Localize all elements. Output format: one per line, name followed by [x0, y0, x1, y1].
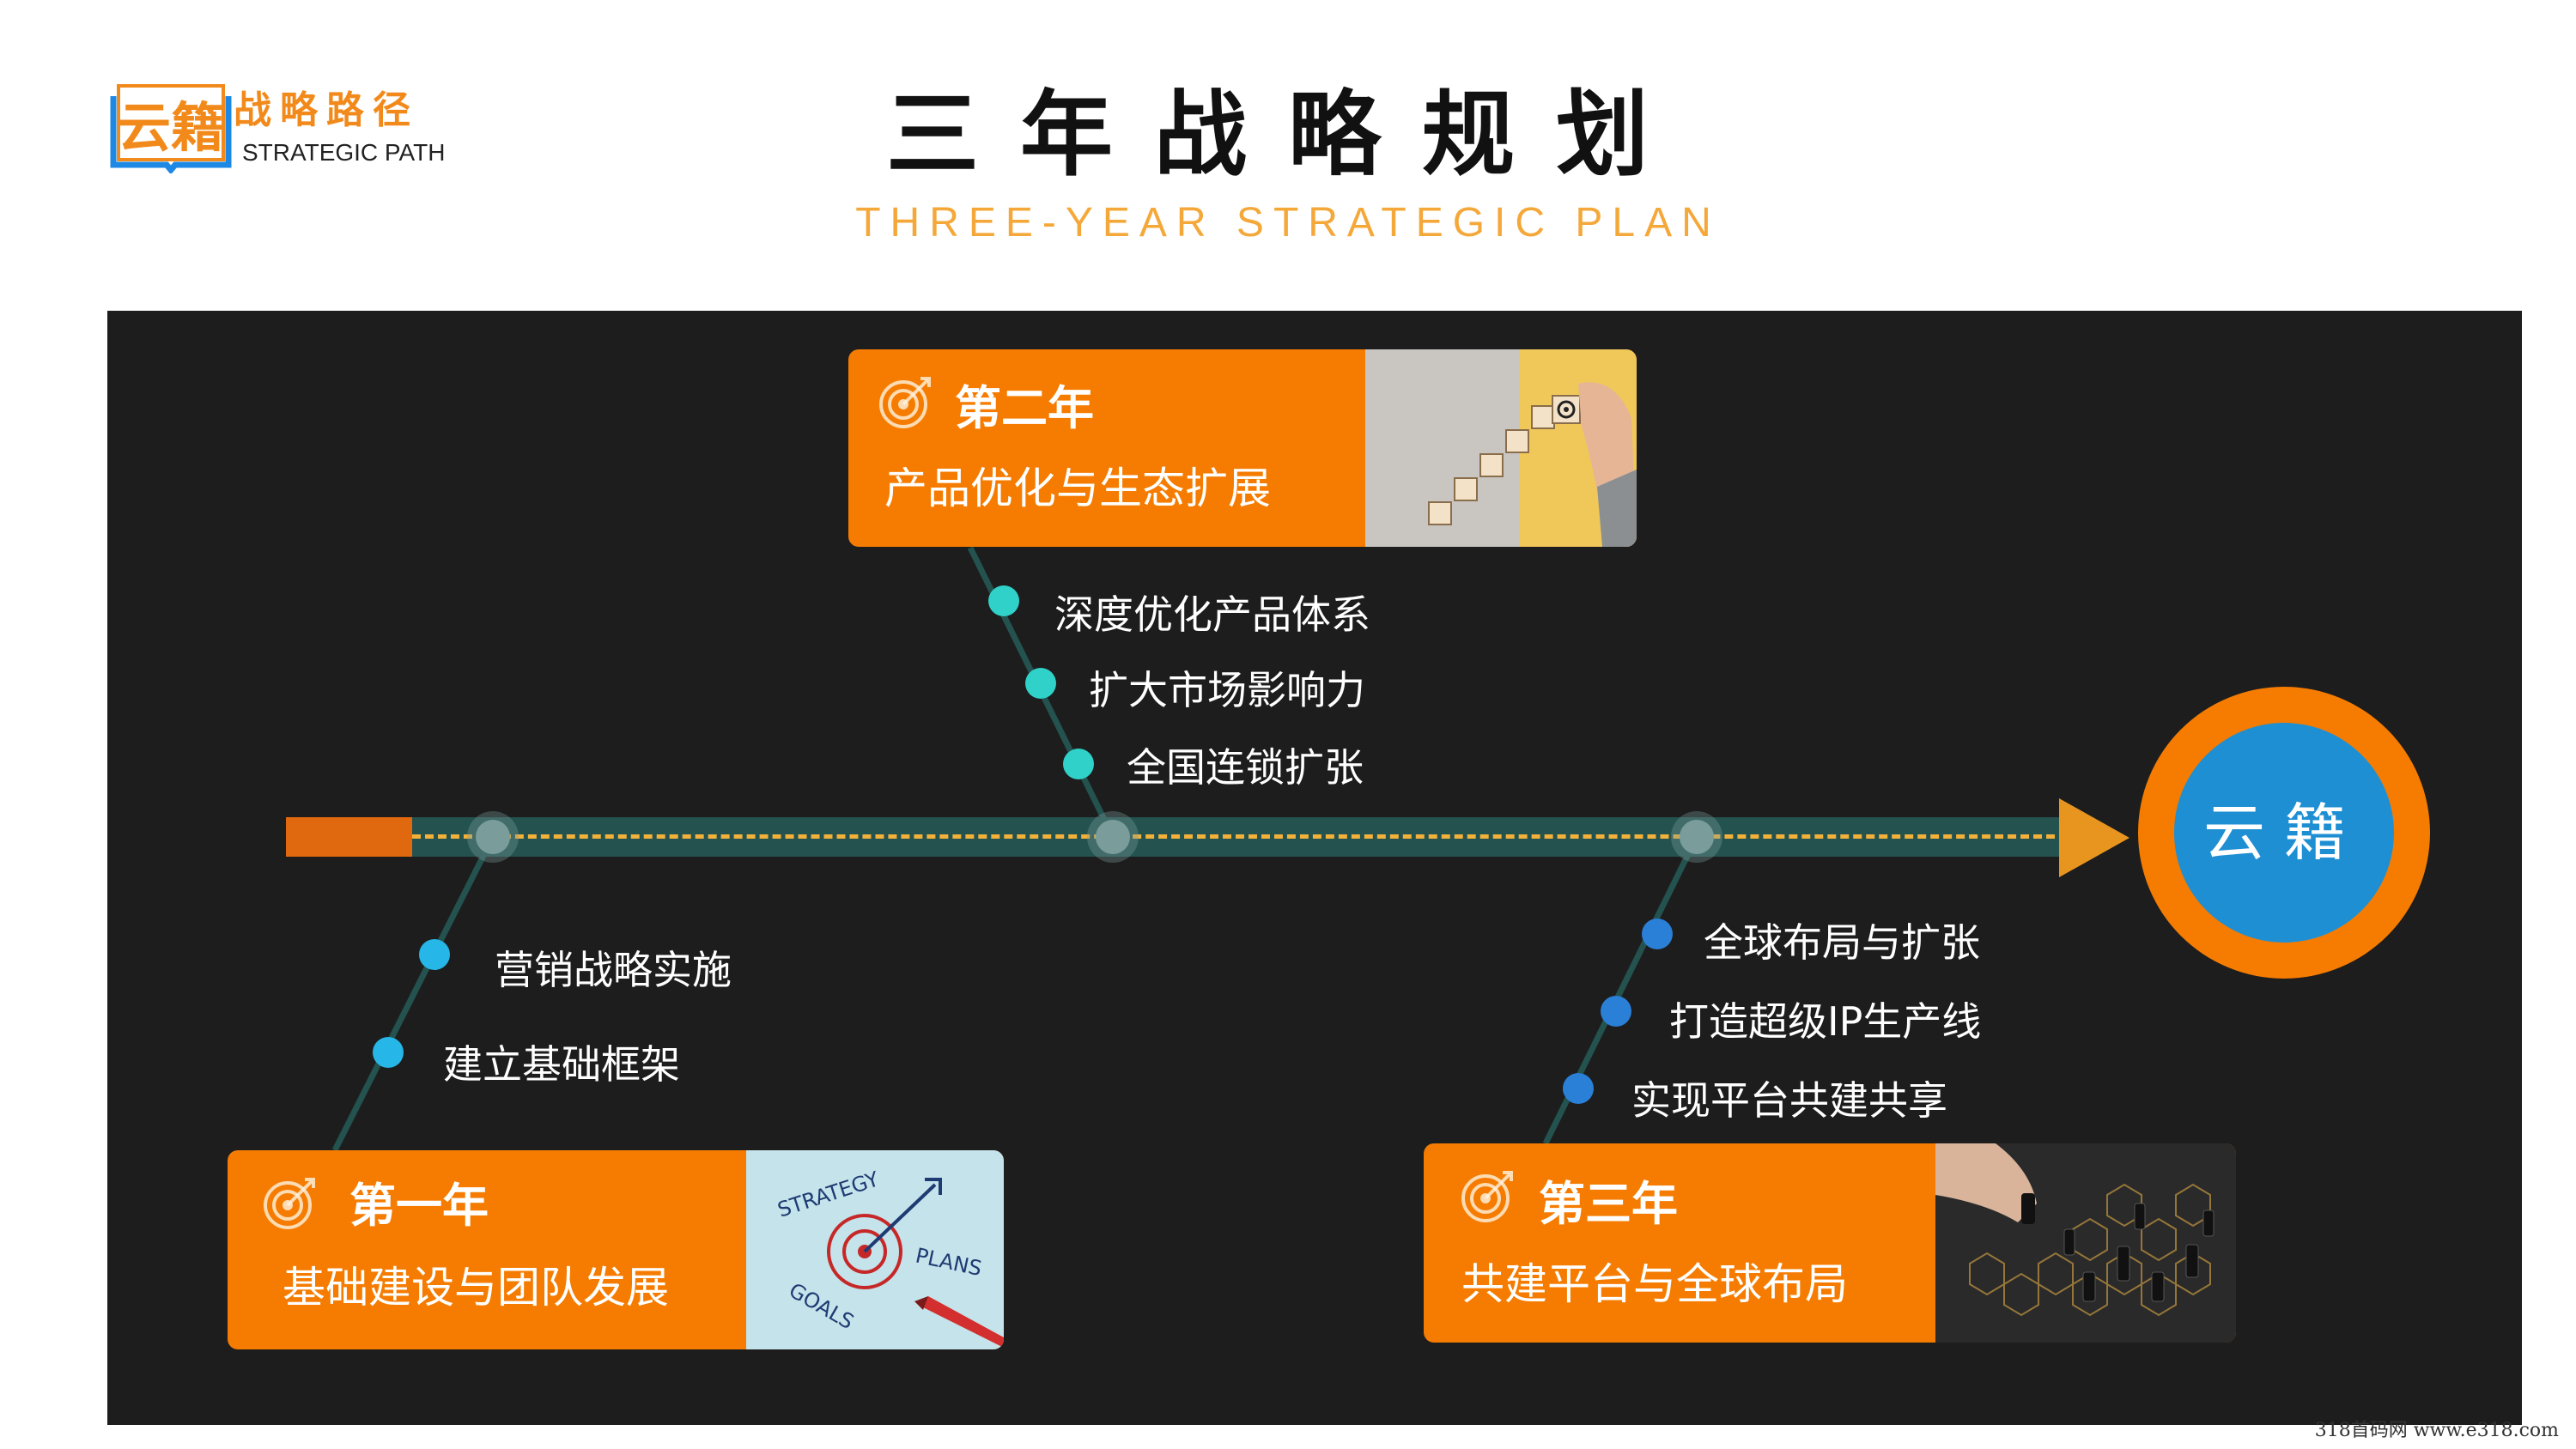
- logo-mark: 云籍: [118, 96, 224, 159]
- year-1-card: 第一年 基础建设与团队发展 STRATEGY PLANS GOALS: [228, 1150, 1004, 1349]
- strategy-goals-image: STRATEGY PLANS GOALS: [746, 1150, 1004, 1349]
- year-1-bullet-1: 营销战略实施: [495, 947, 732, 993]
- year-2-bullet-3: 全国连锁扩张: [1127, 744, 1364, 791]
- page-title: 三年战略规划: [885, 82, 1690, 189]
- year-2-bullet-1: 深度优化产品体系: [1054, 591, 1370, 638]
- bullet-dot: [1642, 919, 1673, 949]
- brand-name-en: STRATEGIC PATH: [242, 139, 446, 166]
- endpoint-label: 云籍: [2202, 797, 2365, 869]
- year-1-subtitle: 基础建设与团队发展: [283, 1263, 669, 1313]
- year-3-subtitle: 共建平台与全球布局: [1461, 1259, 1848, 1309]
- timeline-dashed-line: [412, 834, 2068, 839]
- bullet-dot: [988, 585, 1019, 616]
- year-3-card: 第三年 共建平台与全球布局: [1424, 1143, 2236, 1343]
- target-icon: [264, 1178, 315, 1229]
- bullet-dot: [1601, 996, 1631, 1027]
- brand-name-cn: 战略路径: [234, 88, 419, 132]
- endpoint-inner-circle: [2174, 723, 2394, 943]
- bullet-dot: [419, 939, 450, 970]
- chess-board-image: [1935, 1143, 2236, 1343]
- year-2-title: 第二年: [955, 381, 1094, 435]
- timeline-node-year-3: [1680, 820, 1714, 854]
- year-3-title: 第三年: [1539, 1177, 1678, 1231]
- year-3-bullet-3: 实现平台共建共享: [1631, 1077, 1947, 1124]
- year-1-title: 第一年: [349, 1179, 489, 1233]
- year-3-bullet-1: 全球布局与扩张: [1704, 919, 1980, 966]
- watermark: 318首码网 www.e318.com: [2314, 1420, 2559, 1441]
- year-2-bullet-2: 扩大市场影响力: [1089, 667, 1365, 713]
- stairs-growth-image: [1365, 349, 1637, 547]
- bullet-dot: [373, 1037, 404, 1068]
- year-2-card: 第二年 产品优化与生态扩展: [848, 349, 1637, 547]
- year-1-bullet-2: 建立基础框架: [443, 1041, 680, 1088]
- year-2-subtitle: 产品优化与生态扩展: [884, 464, 1271, 513]
- bullet-dot: [1563, 1073, 1594, 1104]
- timeline-node-year-1: [476, 820, 510, 854]
- year-3-bullet-2: 打造超级IP生产线: [1669, 998, 1982, 1045]
- timeline-node-year-2: [1096, 820, 1130, 854]
- page-subtitle: THREE-YEAR STRATEGIC PLAN: [855, 200, 1721, 246]
- book-logo-icon: 云籍: [110, 84, 232, 173]
- logo: 云籍 战略路径 STRATEGIC PATH: [106, 79, 467, 182]
- timeline-arrow-icon: [2059, 798, 2129, 877]
- target-icon: [879, 377, 931, 428]
- connector-year-1: [331, 835, 496, 1152]
- bullet-dot: [1025, 668, 1056, 699]
- timeline-start-block: [286, 817, 412, 857]
- bullet-dot: [1063, 749, 1094, 779]
- target-icon: [1461, 1171, 1513, 1222]
